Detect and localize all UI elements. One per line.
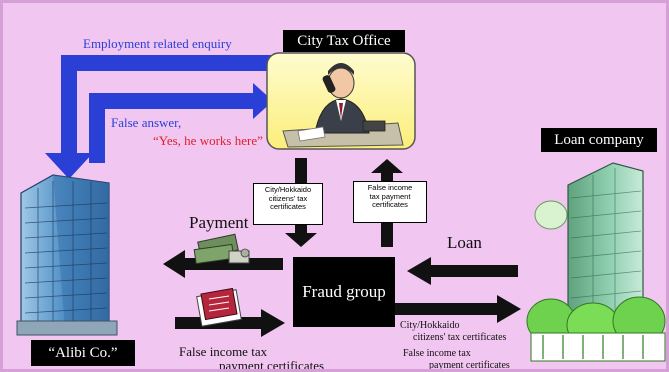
bottom-right-label-line4: payment certificates [429,360,510,371]
bottom-left-label-line1: False income tax [179,344,268,359]
bottom-left-label-line2: payment certificates [219,358,325,372]
alibi-certificates-arrow [175,309,285,337]
enquiry-arrow [45,55,273,179]
fraud-group-box [293,257,395,327]
note-false-income-certificates: False income tax payment certificates [353,181,427,223]
office-illustration [266,52,416,150]
lender-certificates-arrow [391,295,521,323]
note-line: City/Hokkaido [264,185,312,194]
payment-arrow [163,250,283,278]
note-line: citizens' tax [268,193,308,203]
bottom-right-label-line1: City/Hokkaido [400,320,460,331]
loan-arrow [407,257,518,285]
lender-title: Loan company [541,128,657,152]
enquiry-label: Employment related enquiry [83,36,232,51]
note-line: False income [367,183,413,192]
bottom-right-label-line3: False income tax [403,348,471,359]
fraud-group-label: Fraud group [302,282,386,301]
note-line: certificates [372,200,408,210]
certificate-icon [196,287,242,327]
false-answer-arrow [89,83,273,163]
note-line: certificates [270,202,306,212]
alibi-title: “Alibi Co.” [31,340,135,366]
payment-label: Payment [189,213,249,232]
false-answer-label: False answer, [111,115,182,130]
office-title: City Tax Office [283,30,405,52]
lender-building-icon [526,162,666,362]
money-icon [193,233,250,265]
note-line: tax payment [369,191,411,201]
alibi-building-icon [16,174,118,336]
false-answer-quote: “Yes, he works here” [153,133,263,148]
loan-label: Loan [447,233,482,252]
note-citizens-tax-certificates: City/Hokkaido citizens' tax certificates [253,183,323,225]
diagram-graphics [16,52,666,362]
bottom-right-label-line2: citizens' tax certificates [413,332,507,343]
